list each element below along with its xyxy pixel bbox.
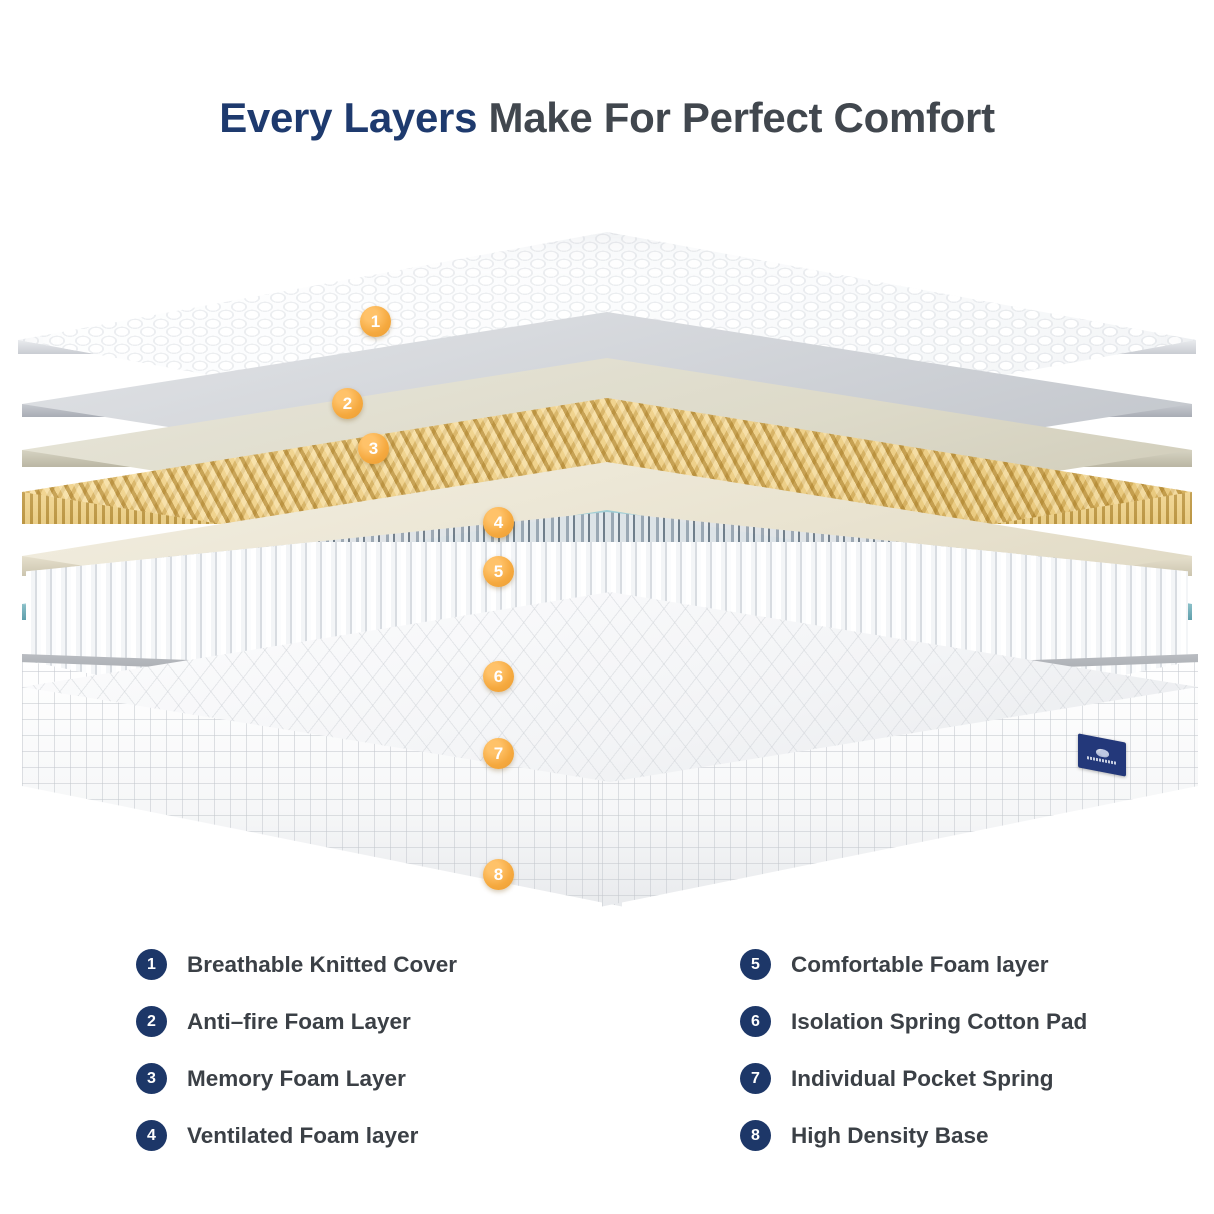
legend-badge-6: 6 — [740, 1006, 771, 1037]
page-title-main: Make For Perfect Comfort — [477, 94, 996, 141]
legend-column-right: 5 Comfortable Foam layer 6 Isolation Spring… — [740, 936, 1087, 1164]
legend-item: 8 High Density Base — [740, 1107, 1087, 1164]
page-title: Every Layers Make For Perfect Comfort — [0, 94, 1214, 142]
legend-badge-7: 7 — [740, 1063, 771, 1094]
callout-badge-5: 5 — [483, 556, 514, 587]
legend-label: Individual Pocket Spring — [791, 1065, 1054, 1091]
brand-logo-icon — [1095, 747, 1109, 758]
legend-label: Breathable Knitted Cover — [187, 951, 458, 977]
brand-wordmark — [1087, 755, 1117, 765]
legend-badge-4: 4 — [136, 1120, 167, 1151]
legend-badge-8: 8 — [740, 1120, 771, 1151]
legend: 1 Breathable Knitted Cover 2 Anti–fire Foam… — [0, 936, 1214, 1171]
callout-badge-4: 4 — [483, 507, 514, 538]
legend-badge-2: 2 — [136, 1006, 167, 1037]
legend-label: Memory Foam Layer — [187, 1065, 406, 1091]
mattress-exploded-illustration: 1 2 3 4 5 6 7 8 — [18, 232, 1198, 907]
callout-badge-7: 7 — [483, 738, 514, 769]
legend-item: 5 Comfortable Foam layer — [740, 936, 1087, 993]
legend-badge-1: 1 — [136, 949, 167, 980]
legend-item: 4 Ventilated Foam layer — [136, 1107, 457, 1164]
legend-label: Anti–fire Foam Layer — [187, 1008, 411, 1034]
base-top-face — [22, 592, 1198, 792]
legend-badge-3: 3 — [136, 1063, 167, 1094]
callout-badge-2: 2 — [332, 388, 363, 419]
legend-label: Isolation Spring Cotton Pad — [791, 1008, 1088, 1034]
base-top-quilt — [22, 592, 1198, 782]
callout-badge-1: 1 — [360, 306, 391, 337]
layer-high-density-base — [10, 592, 1204, 950]
legend-item: 7 Individual Pocket Spring — [740, 1050, 1087, 1107]
callout-badge-8: 8 — [483, 859, 514, 890]
callout-badge-3: 3 — [358, 433, 389, 464]
legend-label: Comfortable Foam layer — [791, 951, 1049, 977]
legend-item: 3 Memory Foam Layer — [136, 1050, 457, 1107]
page-title-accent: Every Layers — [219, 94, 478, 141]
legend-label: Ventilated Foam layer — [187, 1122, 419, 1148]
legend-column-left: 1 Breathable Knitted Cover 2 Anti–fire Foam… — [136, 936, 457, 1164]
legend-item: 1 Breathable Knitted Cover — [136, 936, 457, 993]
legend-badge-5: 5 — [740, 949, 771, 980]
legend-label: High Density Base — [791, 1122, 989, 1148]
legend-item: 6 Isolation Spring Cotton Pad — [740, 993, 1087, 1050]
legend-item: 2 Anti–fire Foam Layer — [136, 993, 457, 1050]
callout-badge-6: 6 — [483, 661, 514, 692]
